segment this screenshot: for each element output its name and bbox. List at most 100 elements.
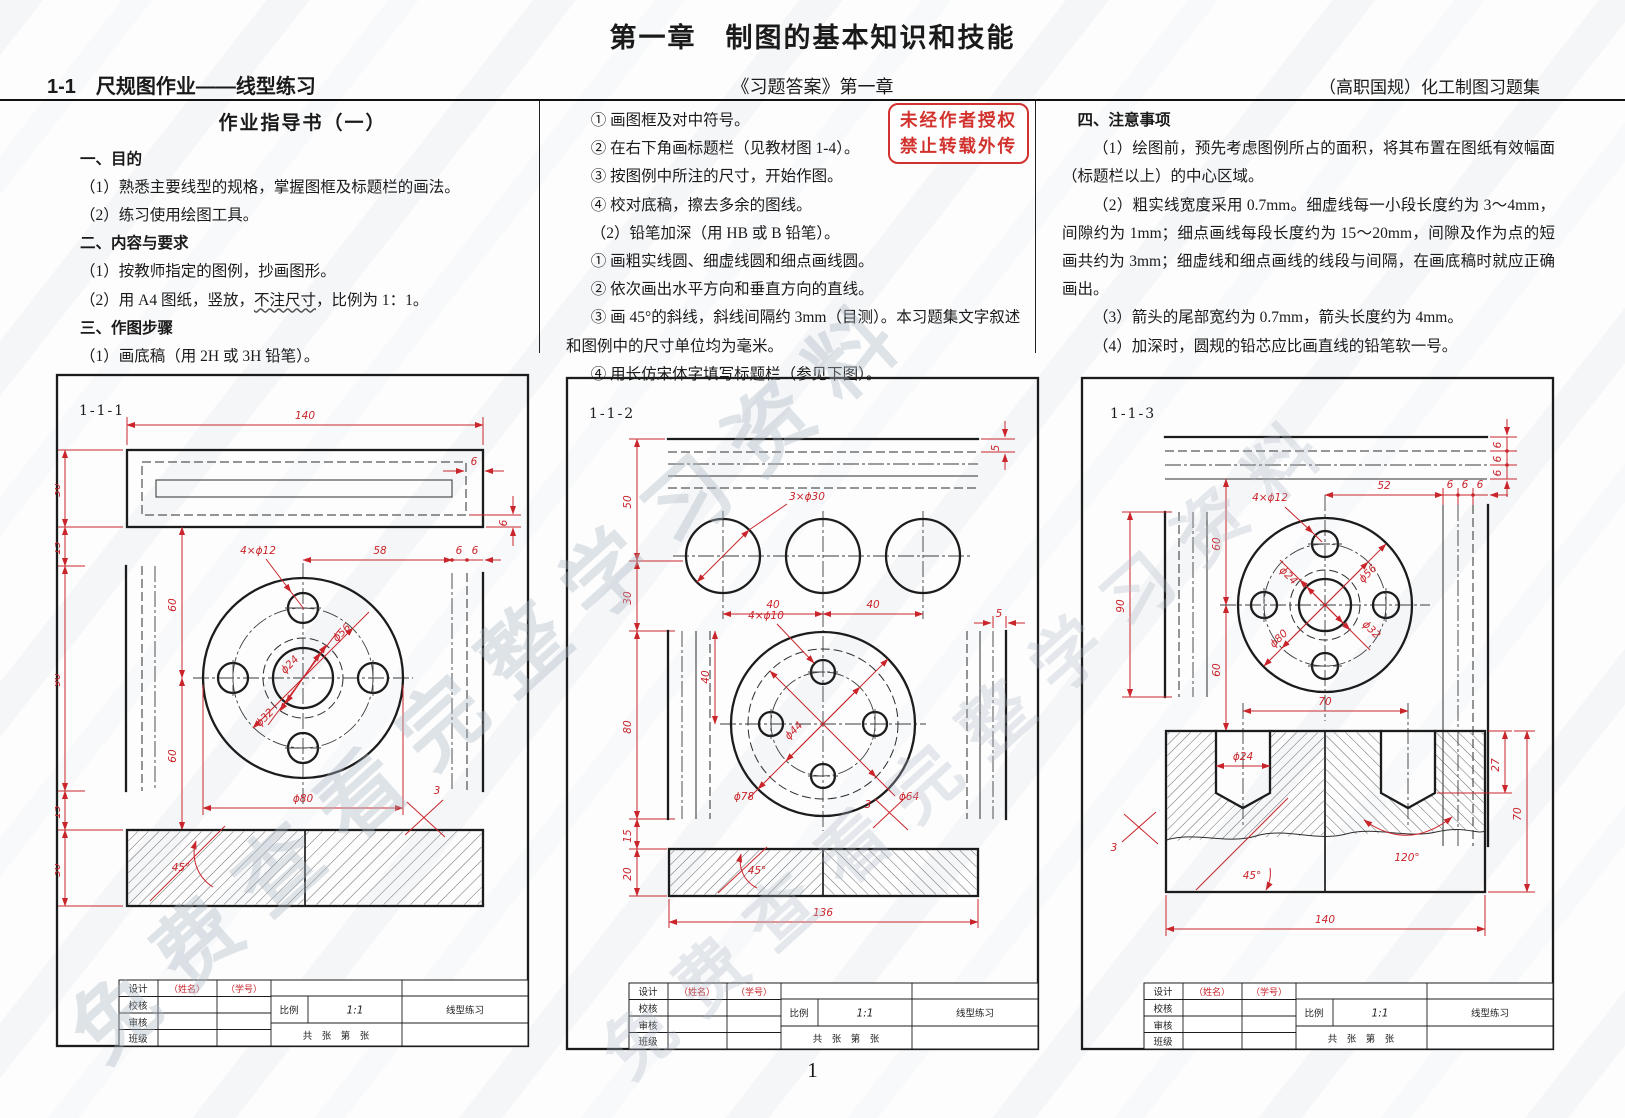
p2-horizontal-lines: 5 bbox=[666, 421, 1015, 489]
svg-text:45°: 45° bbox=[172, 862, 191, 874]
badge-line-1: 未经作者授权 bbox=[900, 110, 1017, 130]
svg-text:60: 60 bbox=[167, 749, 179, 763]
svg-text:（姓名）: （姓名） bbox=[169, 983, 205, 994]
p2-left-dimension-chain: 50 30 80 15 20 bbox=[622, 438, 683, 897]
svg-text:线型练习: 线型练习 bbox=[1471, 1008, 1509, 1020]
p3-line-type-practice bbox=[1163, 503, 1490, 848]
svg-text:6: 6 bbox=[1492, 455, 1504, 462]
page-number: 1 bbox=[807, 1058, 818, 1082]
svg-text:ϕ56: ϕ56 bbox=[330, 621, 353, 644]
svg-text:ϕ44: ϕ44 bbox=[782, 719, 805, 742]
svg-text:6: 6 bbox=[1447, 479, 1454, 491]
svg-text:（姓名）: （姓名） bbox=[679, 986, 715, 997]
svg-text:70: 70 bbox=[1318, 696, 1332, 708]
svg-text:设计: 设计 bbox=[1153, 986, 1173, 998]
svg-text:140: 140 bbox=[1315, 914, 1335, 926]
svg-text:3×ϕ30: 3×ϕ30 bbox=[789, 491, 825, 503]
svg-text:共 张 第 张: 共 张 第 张 bbox=[813, 1033, 880, 1045]
worksheet-title: 作业指导书（一） bbox=[218, 113, 387, 134]
page-title: 第一章 制图的基本知识和技能 bbox=[609, 23, 1016, 53]
svg-text:ϕ80: ϕ80 bbox=[1267, 627, 1290, 650]
text-line: （1）熟悉主要线型的规格，掌握图框及标题栏的画法。 bbox=[80, 178, 460, 196]
section-title: 1-1 尺规图作业——线型练习 bbox=[47, 76, 316, 98]
svg-text:5: 5 bbox=[996, 608, 1003, 620]
svg-text:班级: 班级 bbox=[1153, 1036, 1173, 1048]
svg-text:40: 40 bbox=[866, 599, 880, 611]
svg-text:审核: 审核 bbox=[128, 1017, 148, 1029]
p3-horizontal-lines: 6 6 6 bbox=[1163, 419, 1517, 497]
svg-text:ϕ64: ϕ64 bbox=[899, 791, 919, 803]
text-line: （2）铅笔加深（用 HB 或 B 铅笔）。 bbox=[590, 224, 840, 242]
p2-three-circles: 3×ϕ30 40 40 bbox=[673, 491, 973, 831]
text-line: ① 画粗实线圆、细虚线圆和细点画线圆。 bbox=[590, 253, 874, 271]
p1-58-dimension-row: 58 6 6 bbox=[302, 545, 501, 564]
p1-top-view: 140 6 6 bbox=[125, 410, 521, 546]
p1-flange-view: 4×ϕ12 ϕ56 ϕ24 ϕ32 ϕ80 bbox=[193, 545, 413, 815]
instruction-col-3: 四、注意事项 （1）绘图前，预先考虑图例所占的面积，将其布置在图纸有效幅面（标题… bbox=[1036, 101, 1625, 355]
p1-line-type-practice bbox=[124, 564, 485, 793]
text-line: （2）粗实线宽度采用 0.7mm。细虚线每一小段长度约为 3～4mm，间隙约为 … bbox=[1062, 196, 1555, 299]
svg-text:6: 6 bbox=[498, 519, 510, 526]
svg-text:6: 6 bbox=[1492, 469, 1504, 476]
text-line: ② 在右下角画标题栏（见教材图 1-4）。 bbox=[590, 140, 860, 158]
svg-text:校核: 校核 bbox=[638, 1003, 658, 1015]
text-line: （2）用 A4 图纸，竖放，不注尺寸，比例为 1：1。 bbox=[80, 291, 429, 309]
drawing-panel-1-1-1: 1-1-1 140 6 6 30 15 90 bbox=[55, 373, 530, 1048]
svg-text:58: 58 bbox=[373, 545, 387, 557]
text-line: （1）按教师指定的图例，抄画图形。 bbox=[80, 263, 336, 281]
svg-text:（姓名）: （姓名） bbox=[1194, 986, 1230, 997]
svg-text:共 张 第 张: 共 张 第 张 bbox=[1328, 1033, 1395, 1045]
svg-text:ϕ24: ϕ24 bbox=[1277, 564, 1300, 587]
svg-text:30: 30 bbox=[622, 591, 634, 605]
svg-text:6: 6 bbox=[1492, 441, 1504, 448]
svg-text:6: 6 bbox=[1462, 479, 1469, 491]
svg-text:6: 6 bbox=[456, 545, 463, 557]
text-line: （4）加深时，圆规的铅芯应比画直线的铅笔软一号。 bbox=[1093, 337, 1458, 355]
svg-text:15: 15 bbox=[55, 805, 63, 819]
svg-text:5: 5 bbox=[990, 444, 1002, 451]
figure-label: 1-1-2 bbox=[589, 406, 635, 422]
svg-text:ϕ56: ϕ56 bbox=[1356, 562, 1379, 585]
text-line: （3）箭头的尾部宽约为 0.7mm，箭头长度约为 4mm。 bbox=[1093, 309, 1463, 327]
svg-text:140: 140 bbox=[295, 410, 315, 422]
p2-line-type-practice: 5 bbox=[666, 608, 1025, 821]
svg-text:设计: 设计 bbox=[128, 983, 148, 995]
svg-text:校核: 校核 bbox=[1153, 1003, 1173, 1015]
svg-text:比例: 比例 bbox=[1304, 1008, 1323, 1020]
header-divider bbox=[0, 99, 1625, 101]
drawing-panel-1-1-3: 1-1-3 6 6 6 52 6 6 6 bbox=[1080, 376, 1555, 1051]
svg-text:50: 50 bbox=[622, 495, 634, 509]
svg-text:共 张 第 张: 共 张 第 张 bbox=[303, 1030, 370, 1042]
text-line: ③ 按图例中所注的尺寸，开始作图。 bbox=[590, 168, 843, 186]
svg-text:线型练习: 线型练习 bbox=[446, 1005, 484, 1017]
svg-text:4×ϕ12: 4×ϕ12 bbox=[240, 545, 276, 557]
svg-text:70: 70 bbox=[1512, 807, 1524, 821]
p3-flange-view: 4×ϕ12 ϕ56 ϕ80 ϕ24 ϕ32 bbox=[1220, 492, 1430, 721]
svg-text:15: 15 bbox=[55, 541, 63, 555]
svg-text:ϕ32: ϕ32 bbox=[253, 706, 276, 729]
emphasized-text: 不注尺寸 bbox=[253, 291, 316, 309]
svg-text:30: 30 bbox=[55, 483, 63, 497]
svg-text:27: 27 bbox=[1490, 758, 1502, 772]
drawing-panel-1-1-2: 1-1-2 5 50 30 80 15 20 bbox=[565, 376, 1040, 1051]
subheader: 1-1 尺规图作业——线型练习 《习题答案》第一章 （高职国规）化工制图习题集 bbox=[0, 70, 1625, 98]
svg-text:4×ϕ12: 4×ϕ12 bbox=[1252, 492, 1288, 504]
svg-text:6: 6 bbox=[1477, 479, 1484, 491]
svg-text:60: 60 bbox=[167, 598, 179, 612]
p3-left-dimensions: 90 60 60 bbox=[1115, 478, 1230, 732]
svg-text:设计: 设计 bbox=[638, 986, 658, 998]
text-line: （1）画底稿（用 2H 或 3H 铅笔）。 bbox=[80, 348, 320, 365]
figure-label: 1-1-3 bbox=[1110, 406, 1156, 422]
svg-text:60: 60 bbox=[1211, 663, 1223, 677]
svg-text:136: 136 bbox=[813, 907, 833, 919]
svg-text:ϕ24: ϕ24 bbox=[1233, 751, 1253, 763]
p3-52-dimension-row: 52 6 6 6 bbox=[1324, 479, 1508, 505]
svg-text:45°: 45° bbox=[748, 865, 767, 877]
heading-steps: 三、作图步骤 bbox=[80, 319, 174, 337]
badge-line-2: 禁止转载外传 bbox=[900, 136, 1017, 157]
svg-text:80: 80 bbox=[622, 720, 634, 734]
svg-text:52: 52 bbox=[1377, 480, 1391, 492]
instruction-col-2: ① 画图框及对中符号。 ② 在右下角画标题栏（见教材图 1-4）。 ③ 按图例中… bbox=[540, 101, 1036, 383]
svg-text:校核: 校核 bbox=[128, 1000, 148, 1012]
svg-text:审核: 审核 bbox=[638, 1020, 658, 1032]
